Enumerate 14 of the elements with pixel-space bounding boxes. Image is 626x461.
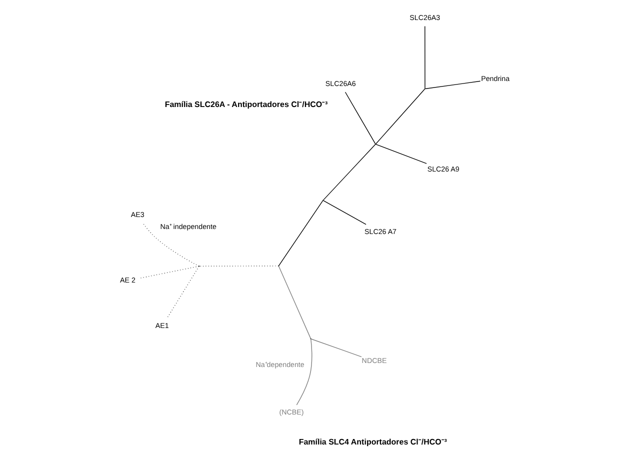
connector bbox=[139, 266, 200, 279]
connector bbox=[376, 144, 427, 164]
connector bbox=[323, 200, 366, 225]
connector bbox=[376, 88, 426, 144]
label: Família SLC26A - Antiportadores Cl⁻/HCO⁻³ bbox=[164, 100, 328, 109]
connector bbox=[344, 92, 376, 144]
connector bbox=[166, 266, 200, 318]
label: Família SLC4 Antiportadores Cl⁻/HCO⁻³ bbox=[298, 437, 447, 446]
connector bbox=[296, 338, 312, 406]
connector bbox=[310, 338, 362, 358]
connector bbox=[142, 223, 200, 266]
connector bbox=[424, 26, 426, 89]
connector bbox=[322, 144, 376, 200]
connector bbox=[425, 80, 481, 90]
